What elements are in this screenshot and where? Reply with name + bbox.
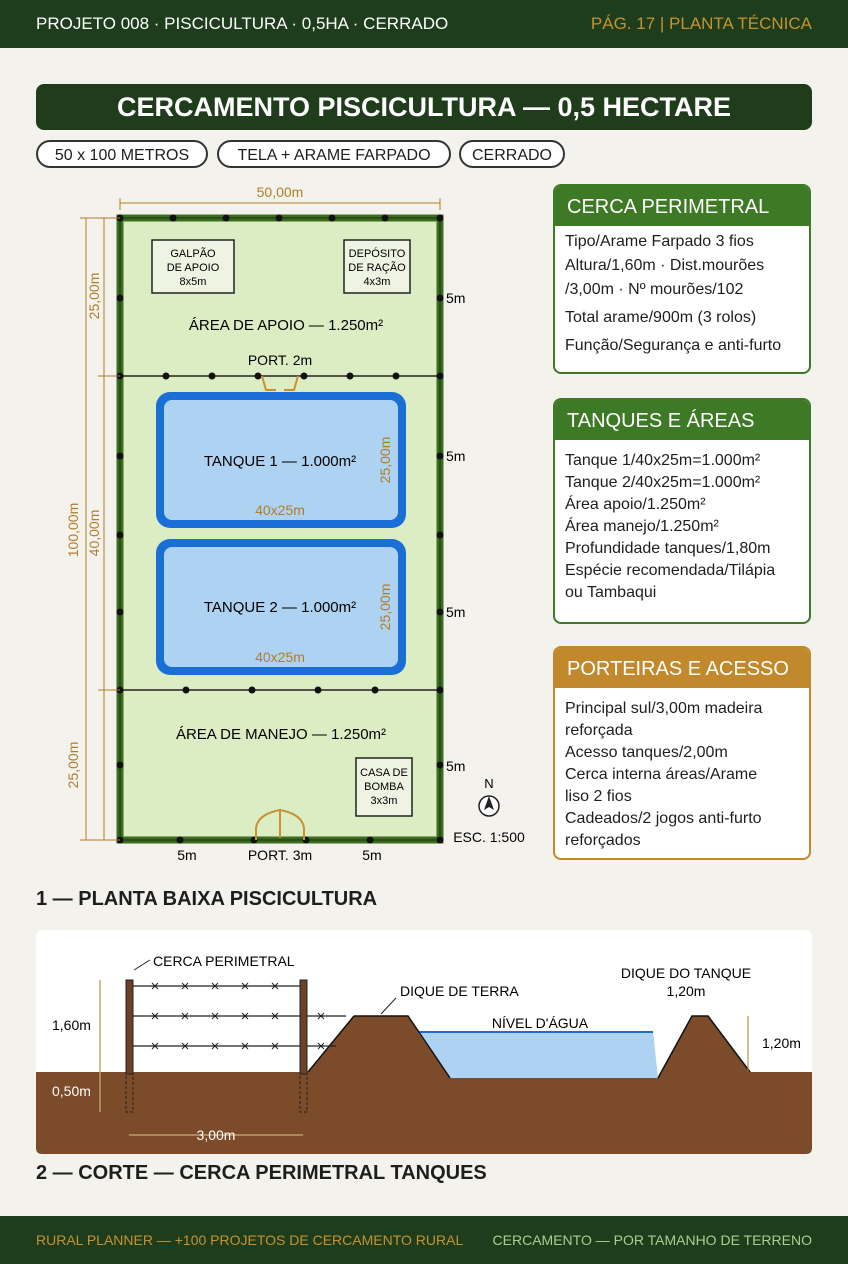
gate-2m — [261, 375, 299, 391]
casa-label-1: CASA DE — [360, 767, 408, 779]
project-label: PROJETO 008 · PISCICULTURA · 0,5HA · CER… — [36, 14, 449, 33]
footer-left: RURAL PLANNER — +100 PROJETOS DE CERCAME… — [36, 1232, 464, 1248]
card-tanques-line: Área apoio/1.250m² — [565, 496, 706, 513]
card-porteiras-line: Acesso tanques/2,00m — [565, 744, 728, 761]
fence-posts — [116, 214, 444, 844]
casa-label-2: BOMBA — [364, 781, 404, 793]
deposito-label-1: DEPÓSITO — [349, 247, 406, 260]
area-manejo-label: ÁREA DE MANEJO — 1.250m² — [176, 726, 386, 743]
spacing-label-1: 5m — [446, 290, 465, 306]
card-cerca-line: Total arame/900m (3 rolos) — [565, 309, 757, 326]
card-porteiras-line: reforçada — [565, 722, 633, 739]
soil — [36, 1016, 812, 1154]
card-porteiras-line: liso 2 fios — [565, 788, 632, 805]
card-tanques-line: Tanque 1/40x25m=1.000m² — [565, 452, 761, 469]
section-dique-tanque-2: 1,20m — [667, 983, 706, 999]
galpao-label-2: DE APOIO — [167, 262, 220, 274]
dim-mid: 40,00m — [86, 510, 102, 557]
spacing-label-3: 5m — [446, 604, 465, 620]
fence-post-right — [299, 979, 308, 1075]
card-tanques-areas: TANQUES E ÁREAS Tanque 1/40x25m=1.000m² … — [553, 398, 811, 624]
galpao-building — [151, 239, 235, 294]
tank-2-label: TANQUE 2 — 1.000m² — [204, 599, 356, 616]
tank-2-size: 40x25m — [255, 649, 305, 665]
dim-bottom: 25,00m — [65, 742, 81, 789]
section-h050: 0,50m — [52, 1083, 91, 1099]
casa-label-3: 3x3m — [371, 795, 398, 807]
card-tanques-title: TANQUES E ÁREAS — [555, 400, 809, 440]
section-nivel-agua: NÍVEL D'ÁGUA — [492, 1015, 589, 1031]
footer-right: CERCAMENTO — POR TAMANHO DE TERRENO — [492, 1232, 812, 1248]
deposito-building — [343, 239, 411, 294]
page-title: CERCAMENTO PISCICULTURA — 0,5 HECTARE — [36, 84, 812, 130]
chip-material: TELA + ARAME FARPADO — [217, 140, 451, 168]
section-w300: 3,00m — [197, 1127, 236, 1143]
section-dique-terra: DIQUE DE TERRA — [400, 983, 519, 999]
spacing-label-6: 5m — [362, 847, 381, 863]
north-label: N — [484, 776, 493, 791]
card-cerca-line: Tipo/Arame Farpado 3 fios — [565, 233, 754, 250]
spacing-label-4: 5m — [446, 758, 465, 774]
barbed-wires — [133, 985, 346, 1047]
gate-2m-label: PORT. 2m — [248, 352, 312, 368]
card-tanques-line: Profundidade tanques/1,80m — [565, 540, 771, 557]
section-2-title: 2 — CORTE — CERCA PERIMETRAL TANQUES — [36, 1162, 487, 1184]
card-cerca-line: Função/Segurança e anti-furto — [565, 337, 782, 354]
card-porteiras-line: reforçados — [565, 832, 641, 849]
card-cerca-perimetral: CERCA PERIMETRAL Tipo/Arame Farpado 3 fi… — [553, 184, 811, 374]
casa-bomba-building — [355, 757, 413, 817]
card-porteiras-acesso: PORTEIRAS E ACESSO Principal sul/3,00m m… — [553, 646, 811, 860]
card-cerca-line: Altura/1,60m · Dist.mourões — [565, 257, 765, 274]
tank-2-width: 25,00m — [377, 584, 393, 631]
galpao-label-3: 8x5m — [180, 276, 207, 288]
galpao-label-1: GALPÃO — [170, 247, 216, 260]
gate-3m-label: PORT. 3m — [248, 847, 312, 863]
plot-area — [120, 218, 440, 840]
dim-top: 25,00m — [86, 273, 102, 320]
card-tanques-line: Área manejo/1.250m² — [565, 518, 719, 535]
spacing-label-5: 5m — [177, 847, 196, 863]
card-porteiras-line: Principal sul/3,00m madeira — [565, 700, 763, 717]
card-porteiras-title: PORTEIRAS E ACESSO — [555, 648, 809, 688]
area-apoio-label: ÁREA DE APOIO — 1.250m² — [189, 317, 383, 334]
site-plan: GALPÃO DE APOIO 8x5m DEPÓSITO DE RAÇÃO 4… — [65, 184, 525, 863]
barbs — [151, 982, 325, 1050]
tank-1-size: 40x25m — [255, 502, 305, 518]
north-arrow-icon — [478, 795, 500, 817]
tank-1-width: 25,00m — [377, 437, 393, 484]
chip-region: CERRADO — [459, 140, 565, 168]
card-tanques-line: ou Tambaqui — [565, 584, 657, 601]
scale-label: ESC. 1:500 — [453, 829, 525, 845]
width-dimension: 50,00m — [257, 184, 304, 200]
gate-3m — [255, 808, 305, 840]
card-tanques-line: Tanque 2/40x25m=1.000m² — [565, 474, 761, 491]
chip-dimensions: 50 x 100 METROS — [36, 140, 208, 168]
card-porteiras-line: Cerca interna áreas/Arame — [565, 766, 758, 783]
top-bar: PROJETO 008 · PISCICULTURA · 0,5HA · CER… — [0, 0, 848, 48]
section-1-title: 1 — PLANTA BAIXA PISCICULTURA — [36, 888, 378, 910]
section-dique-tanque-1: DIQUE DO TANQUE — [621, 965, 751, 981]
deposito-label-2: DE RAÇÃO — [348, 261, 406, 274]
water — [417, 1031, 658, 1078]
card-tanques-line: Espécie recomendada/Tilápia — [565, 562, 776, 579]
cross-section: CERCA PERIMETRAL 1,60m 0,50m 3,00m DIQUE… — [36, 930, 812, 1154]
spacing-label-2: 5m — [446, 448, 465, 464]
deposito-label-3: 4x3m — [364, 276, 391, 288]
tank-1-label: TANQUE 1 — 1.000m² — [204, 453, 356, 470]
fence-post-left — [125, 979, 134, 1075]
card-cerca-title: CERCA PERIMETRAL — [555, 186, 809, 226]
section-h160: 1,60m — [52, 1017, 91, 1033]
dim-total: 100,00m — [65, 503, 81, 557]
card-porteiras-line: Cadeados/2 jogos anti-furto — [565, 810, 762, 827]
page-label: PÁG. 17 | PLANTA TÉCNICA — [590, 14, 812, 33]
card-cerca-line: /3,00m · Nº mourões/102 — [565, 281, 744, 298]
footer: RURAL PLANNER — +100 PROJETOS DE CERCAME… — [0, 1216, 848, 1264]
section-h120: 1,20m — [762, 1035, 801, 1051]
section-cerca-label: CERCA PERIMETRAL — [153, 953, 295, 969]
